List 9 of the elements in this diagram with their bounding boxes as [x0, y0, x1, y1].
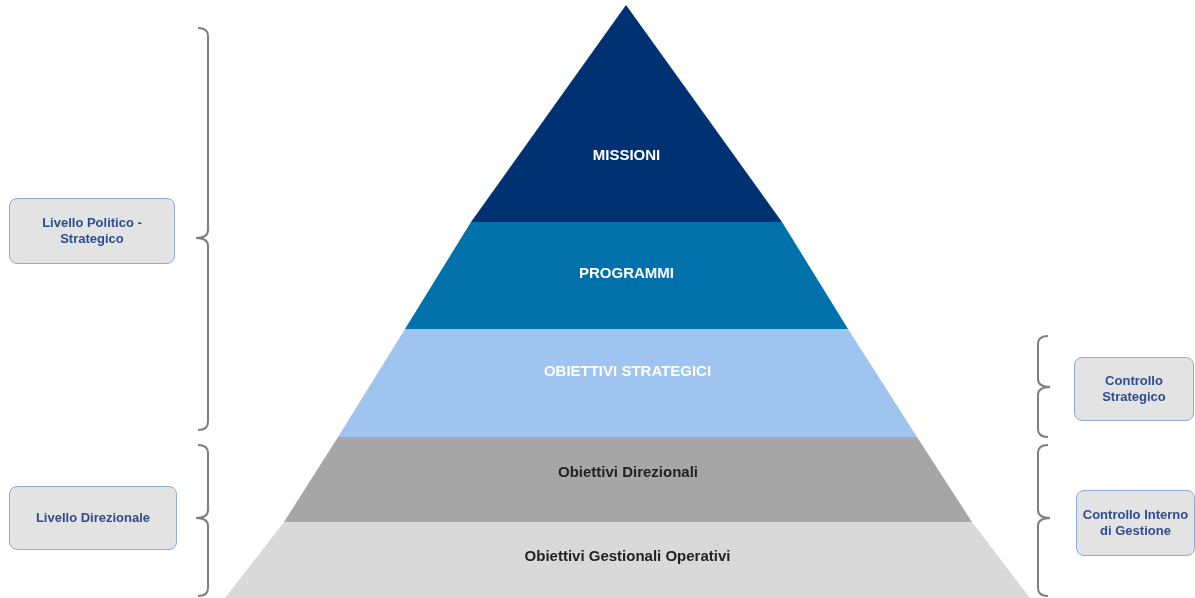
tier-label: MISSIONI [591, 146, 662, 163]
level-label-box: Controllo Interno di Gestione [1076, 490, 1195, 556]
tier-label: PROGRAMMI [578, 264, 675, 281]
level-label-box: Controllo Strategico [1074, 357, 1194, 421]
tier-label: OBIETTIVI STRATEGICI [542, 362, 713, 379]
tier-label: Obiettivi Gestionali Operativi [523, 547, 732, 564]
level-label-box: Livello Direzionale [9, 486, 177, 550]
tier-label: Obiettivi Direzionali [557, 463, 699, 480]
level-label-box: Livello Politico - Strategico [9, 198, 175, 264]
